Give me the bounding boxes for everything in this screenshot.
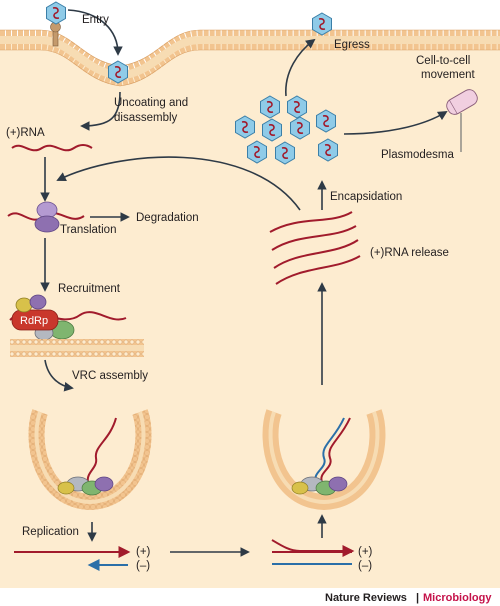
virion-icon: [234, 115, 256, 139]
uncoating-label: Uncoating and: [114, 97, 188, 109]
virion-icon: [317, 138, 339, 162]
rdrp-complex: RdRp: [9, 294, 127, 341]
virion-icon: [107, 60, 129, 84]
cell-to-cell-label-1: Cell-to-cell: [416, 55, 470, 67]
rna-recycle-arrow: [56, 156, 301, 211]
uncoating-arrow: [80, 91, 121, 131]
egress-arrow: [285, 38, 316, 97]
strand-minus-label-left: (–): [136, 560, 150, 572]
vrc-assembly-label: VRC assembly: [72, 370, 148, 382]
journal-credit: Nature Reviews | Microbiology: [325, 592, 492, 604]
entry-label: Entry: [82, 14, 109, 26]
translation-label: Translation: [60, 224, 116, 236]
degradation-label: Degradation: [136, 212, 199, 224]
virion-icon: [274, 141, 296, 165]
virion-icon: [289, 116, 311, 140]
plasmodesma: [446, 89, 478, 115]
rdrp-label: RdRp: [20, 315, 48, 327]
virion-icon: [246, 140, 268, 164]
entry-arrow: [67, 9, 123, 56]
replication-label: Replication: [22, 526, 79, 538]
virion-icon: [259, 95, 281, 119]
er-membrane-segment: [10, 339, 144, 357]
cell-to-cell-arrow: [343, 110, 448, 135]
disassembly-label: disassembly: [114, 112, 178, 124]
vrc-spherule-left: [28, 409, 152, 511]
egress-label: Egress: [334, 39, 370, 51]
released-rna-strands: [269, 211, 361, 285]
rna-release-label: (+)RNA release: [370, 247, 449, 259]
strand-minus-label-right: (–): [358, 560, 372, 572]
virion-icon: [45, 1, 67, 25]
strand-plus-label-left: (+): [136, 546, 151, 558]
ribosome: [7, 201, 85, 233]
plasmodesma-label: Plasmodesma: [381, 149, 454, 161]
vrc-spherule-right: [262, 409, 386, 511]
vrc-assembly-arrow: [44, 359, 74, 392]
recruitment-label: Recruitment: [58, 283, 121, 295]
plus-rna-label: (+)RNA: [6, 127, 45, 139]
plus-rna-strand: [11, 144, 93, 152]
virion-icon: [311, 12, 333, 36]
strand-plus-label-right: (+): [358, 546, 373, 558]
journal-section: Microbiology: [423, 592, 492, 604]
encapsidation-label: Encapsidation: [330, 191, 402, 203]
virion-icon: [315, 109, 337, 133]
credit-separator: |: [416, 592, 419, 604]
virion-icon: [286, 95, 308, 119]
virion-icon: [261, 118, 283, 142]
journal-name: Nature Reviews: [325, 592, 407, 604]
cell-to-cell-label-2: movement: [421, 69, 475, 81]
